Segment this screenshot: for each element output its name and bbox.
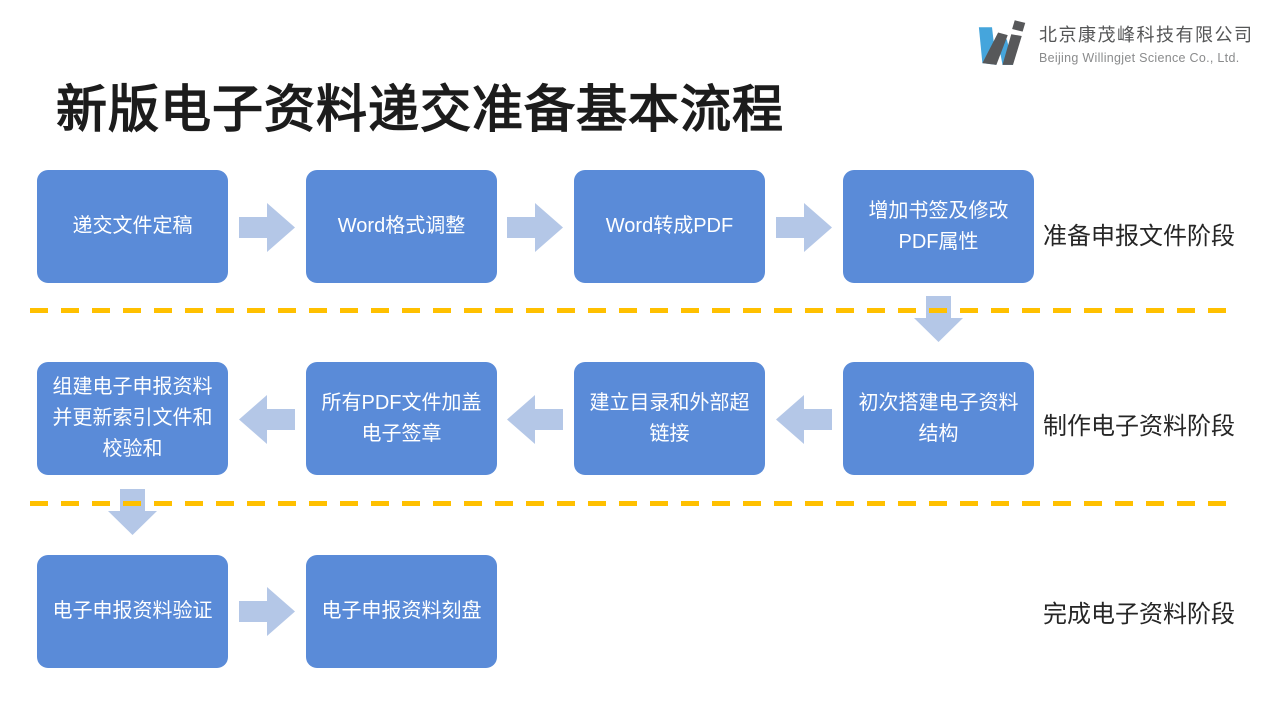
page-title: 新版电子资料递交准备基本流程 [56, 81, 785, 138]
stage-label-make-edata: 制作电子资料阶段 [1043, 413, 1235, 440]
flow-box-build-edata-structure: 初次搭建电子资料结构 [843, 362, 1034, 475]
arrow-right-icon [239, 587, 295, 636]
flow-box-bookmarks-pdf-props: 增加书签及修改PDF属性 [843, 170, 1034, 283]
arrow-right-icon [507, 203, 563, 252]
arrow-left-icon [507, 395, 563, 444]
willingjet-w-logo-icon [971, 17, 1027, 69]
company-name-block: 北京康茂峰科技有限公司 Beijing Willingjet Science C… [1039, 21, 1254, 65]
arrow-left-icon [239, 395, 295, 444]
arrow-right-icon [776, 203, 832, 252]
company-logo: 北京康茂峰科技有限公司 Beijing Willingjet Science C… [971, 17, 1254, 69]
company-name-en: Beijing Willingjet Science Co., Ltd. [1039, 51, 1240, 65]
flow-box-word-to-pdf: Word转成PDF [574, 170, 765, 283]
flow-box-assemble-update-index-checksum: 组建电子申报资料并更新索引文件和校验和 [37, 362, 228, 475]
stage-label-prepare-documents: 准备申报文件阶段 [1043, 223, 1235, 250]
flow-box-toc-external-hyperlinks: 建立目录和外部超链接 [574, 362, 765, 475]
flow-box-submit-final-doc: 递交文件定稿 [37, 170, 228, 283]
dashed-line [30, 308, 1237, 313]
arrow-right-icon [239, 203, 295, 252]
stage-label-complete-edata: 完成电子资料阶段 [1043, 601, 1235, 628]
flow-box-pdf-esign-stamp: 所有PDF文件加盖电子签章 [306, 362, 497, 475]
flow-box-edata-validation: 电子申报资料验证 [37, 555, 228, 668]
arrow-down-icon [108, 489, 157, 535]
company-name-cn: 北京康茂峰科技有限公司 [1039, 25, 1254, 45]
arrow-left-icon [776, 395, 832, 444]
dashed-line [30, 501, 1237, 506]
arrow-down-icon [914, 296, 963, 342]
flow-box-edata-burn-disc: 电子申报资料刻盘 [306, 555, 497, 668]
flow-box-word-format: Word格式调整 [306, 170, 497, 283]
